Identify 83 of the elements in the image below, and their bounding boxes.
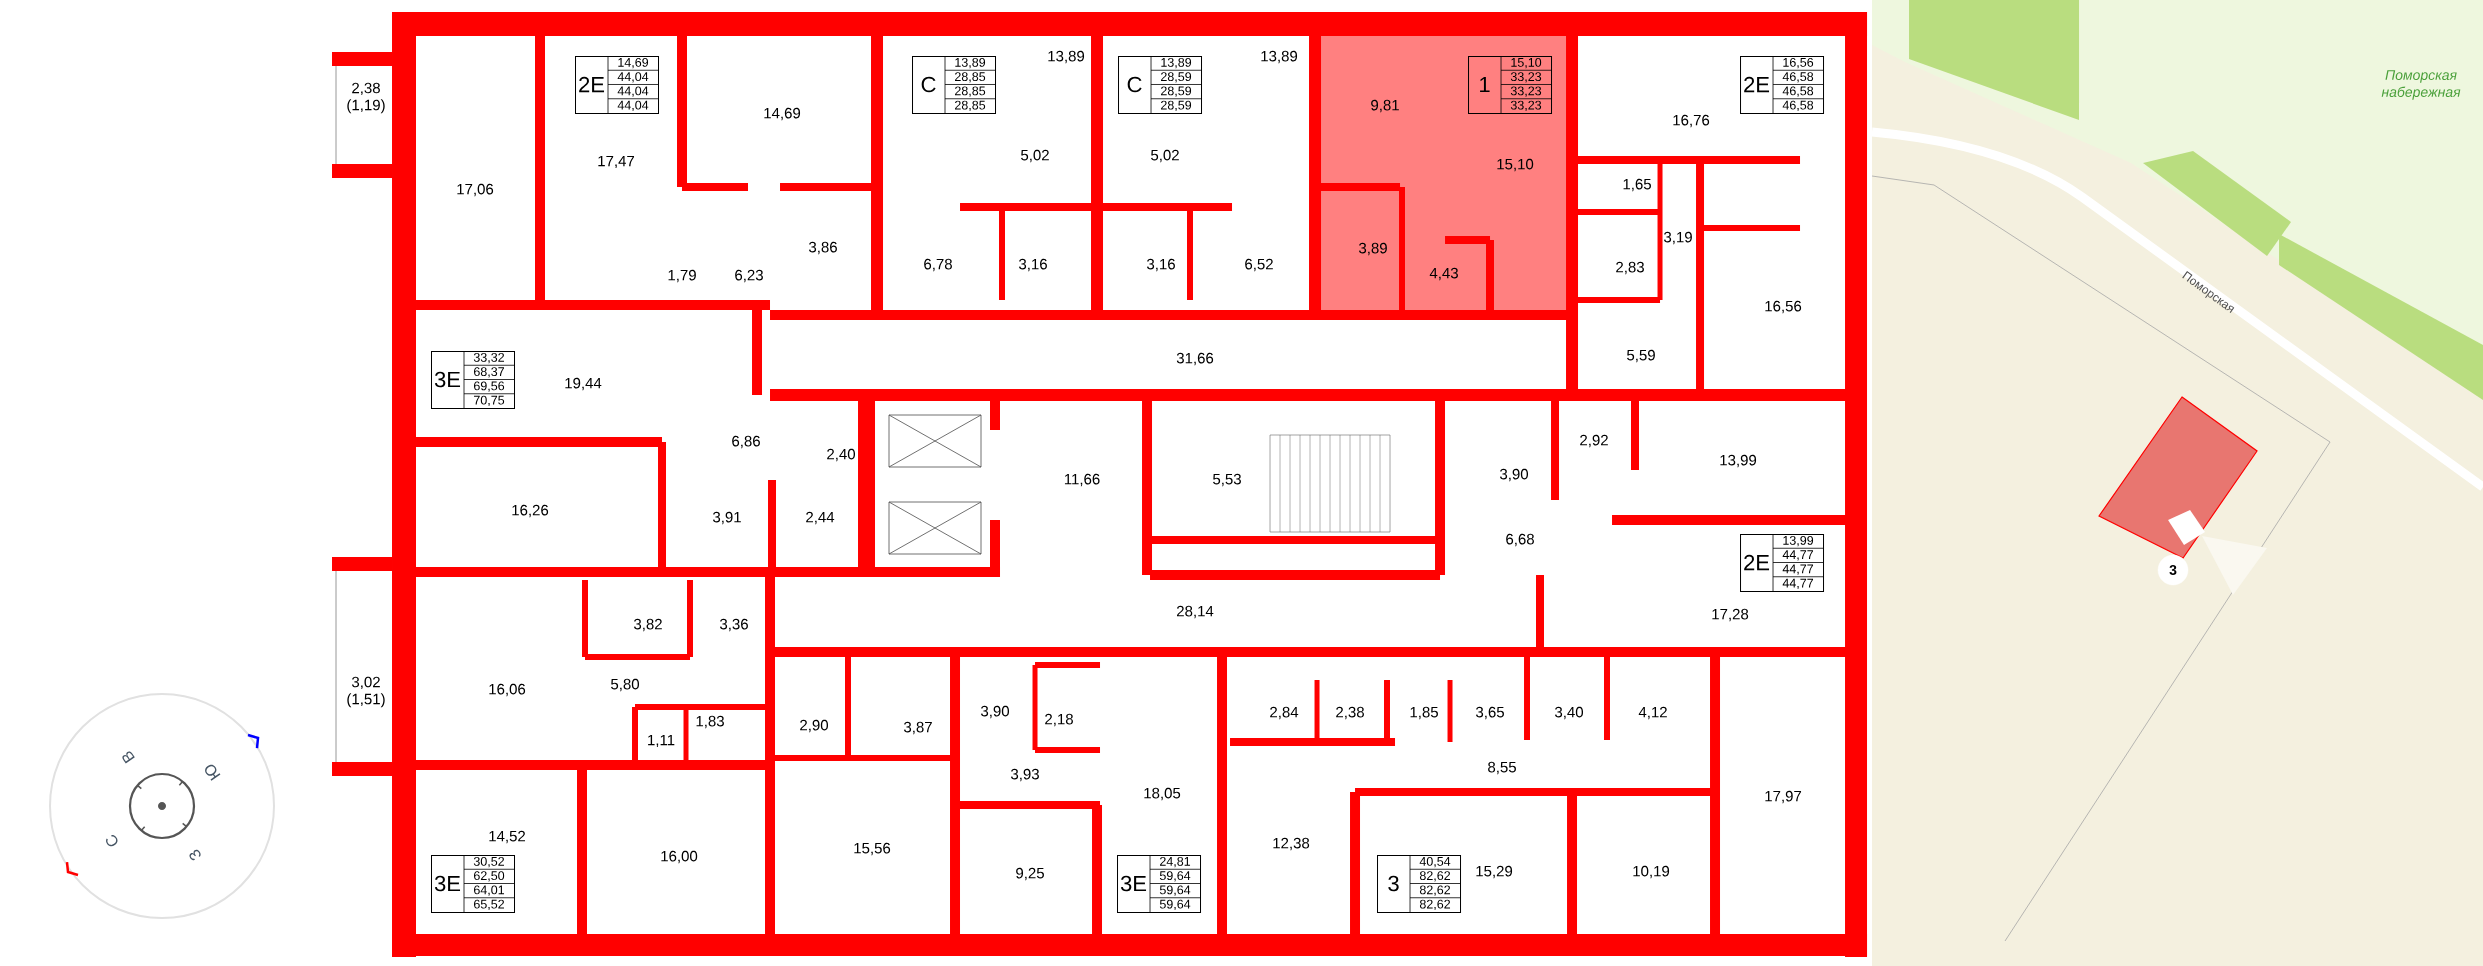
area-label: 10,19 <box>1633 865 1670 879</box>
area-label: 28,14 <box>1177 605 1214 619</box>
area-label: 14,69 <box>764 107 801 121</box>
area-label: 12,38 <box>1273 837 1310 851</box>
area-label: 14,52 <box>489 830 525 844</box>
apartment-info-box: C 13,89 28,85 28,85 28,85 <box>912 55 996 114</box>
area-label: 31,66 <box>1176 352 1214 366</box>
area-label: 16,06 <box>489 683 526 697</box>
area-label: 3,82 <box>634 618 662 632</box>
area-label: 3,91 <box>713 511 741 525</box>
compass-letter: С <box>106 835 118 847</box>
area-label: 4,12 <box>1638 706 1667 720</box>
apartment-info-box: 2E 16,56 46,58 46,58 46,58 <box>1740 55 1825 114</box>
area-label: 15,56 <box>854 842 891 856</box>
area-label: 3,65 <box>1476 706 1504 720</box>
area-label: 13,89 <box>1048 50 1085 64</box>
area-label: 17,28 <box>1712 608 1749 622</box>
area-label: 1,79 <box>668 269 696 283</box>
area-label: 6,23 <box>735 269 763 283</box>
area-label: 2,92 <box>1580 434 1608 448</box>
area-label: 2,90 <box>800 719 828 733</box>
area-label: 5,53 <box>1213 473 1241 487</box>
area-label: 2,18 <box>1045 713 1073 727</box>
area-label: 9,81 <box>1371 99 1399 113</box>
area-label: 3,89 <box>1359 242 1387 256</box>
area-label: 2,83 <box>1616 261 1644 275</box>
area-label: 5,02 <box>1151 149 1179 163</box>
area-label: 19,44 <box>565 377 602 391</box>
area-label: 3,90 <box>981 705 1009 719</box>
compass-letter: Ю <box>205 764 221 781</box>
area-label: 9,25 <box>1016 867 1044 881</box>
area-label: 1,85 <box>1410 706 1438 720</box>
area-label: 3,86 <box>809 241 837 255</box>
area-label: 6,86 <box>732 435 760 449</box>
area-label: 5,80 <box>611 678 639 692</box>
area-label: 3,19 <box>1664 231 1692 245</box>
area-label: 4,43 <box>1429 267 1458 281</box>
area-label: 1,65 <box>1623 178 1651 192</box>
area-label: 16,56 <box>1765 300 1802 314</box>
area-label: 3,16 <box>1147 258 1175 272</box>
apartment-info-box: 3E 30,52 62,50 64,01 65,52 <box>431 854 515 913</box>
apartment-info-box: 1 15,10 33,23 33,23 33,23 <box>1468 55 1552 114</box>
apartment-info-box: 2E 14,69 44,04 44,04 44,04 <box>575 55 659 114</box>
area-label: 5,02 <box>1021 149 1049 163</box>
area-label: 3,87 <box>904 721 932 735</box>
compass-letter: З <box>189 849 201 861</box>
area-label: 13,89 <box>1261 50 1298 64</box>
apartment-info-box: C 13,89 28,59 28,59 28,59 <box>1118 55 1202 114</box>
area-label: 6,52 <box>1245 258 1273 272</box>
apartment-info-box: 3E 24,81 59,64 59,64 59,64 <box>1117 854 1201 913</box>
area-label: 2,44 <box>806 511 835 525</box>
area-label: 2,38 <box>1336 706 1364 720</box>
area-label: 11,66 <box>1064 473 1100 487</box>
apartment-info-box: 3E 33,32 68,37 69,56 70,75 <box>431 350 515 409</box>
area-label: 3,02 (1,51) <box>347 676 385 708</box>
area-label: 3,36 <box>720 618 748 632</box>
area-label: 16,26 <box>512 504 549 518</box>
area-label: 1,11 <box>648 734 675 748</box>
area-label: 17,97 <box>1765 790 1802 804</box>
area-label: 8,55 <box>1488 761 1516 775</box>
area-label: 3,16 <box>1019 258 1047 272</box>
park-label: Поморская набережная <box>2381 70 2461 100</box>
area-label: 15,29 <box>1476 865 1513 879</box>
area-label: 3,40 <box>1555 706 1583 720</box>
area-label: 5,59 <box>1627 349 1655 363</box>
area-label: 16,76 <box>1673 114 1710 128</box>
area-label: 15,10 <box>1497 158 1534 172</box>
compass-letter: В <box>122 751 135 764</box>
area-label: 18,05 <box>1144 787 1181 801</box>
area-label: 16,00 <box>661 850 698 864</box>
area-label: 13,99 <box>1720 454 1757 468</box>
area-label: 6,78 <box>924 258 952 272</box>
apartment-info-box: 2E 13,99 44,77 44,77 44,77 <box>1740 533 1825 592</box>
area-label: 2,38 (1,19) <box>347 82 385 114</box>
area-label: 3,90 <box>1500 468 1528 482</box>
area-label: 17,06 <box>457 183 494 197</box>
area-label: 3,93 <box>1011 768 1039 782</box>
area-label: 2,40 <box>827 448 855 462</box>
area-label: 17,47 <box>598 155 634 169</box>
area-label: 1,83 <box>696 715 724 729</box>
area-label: 6,68 <box>1506 533 1534 547</box>
area-label: 2,84 <box>1270 706 1299 720</box>
apartment-info-box: 3 40,54 82,62 82,62 82,62 <box>1377 854 1461 913</box>
